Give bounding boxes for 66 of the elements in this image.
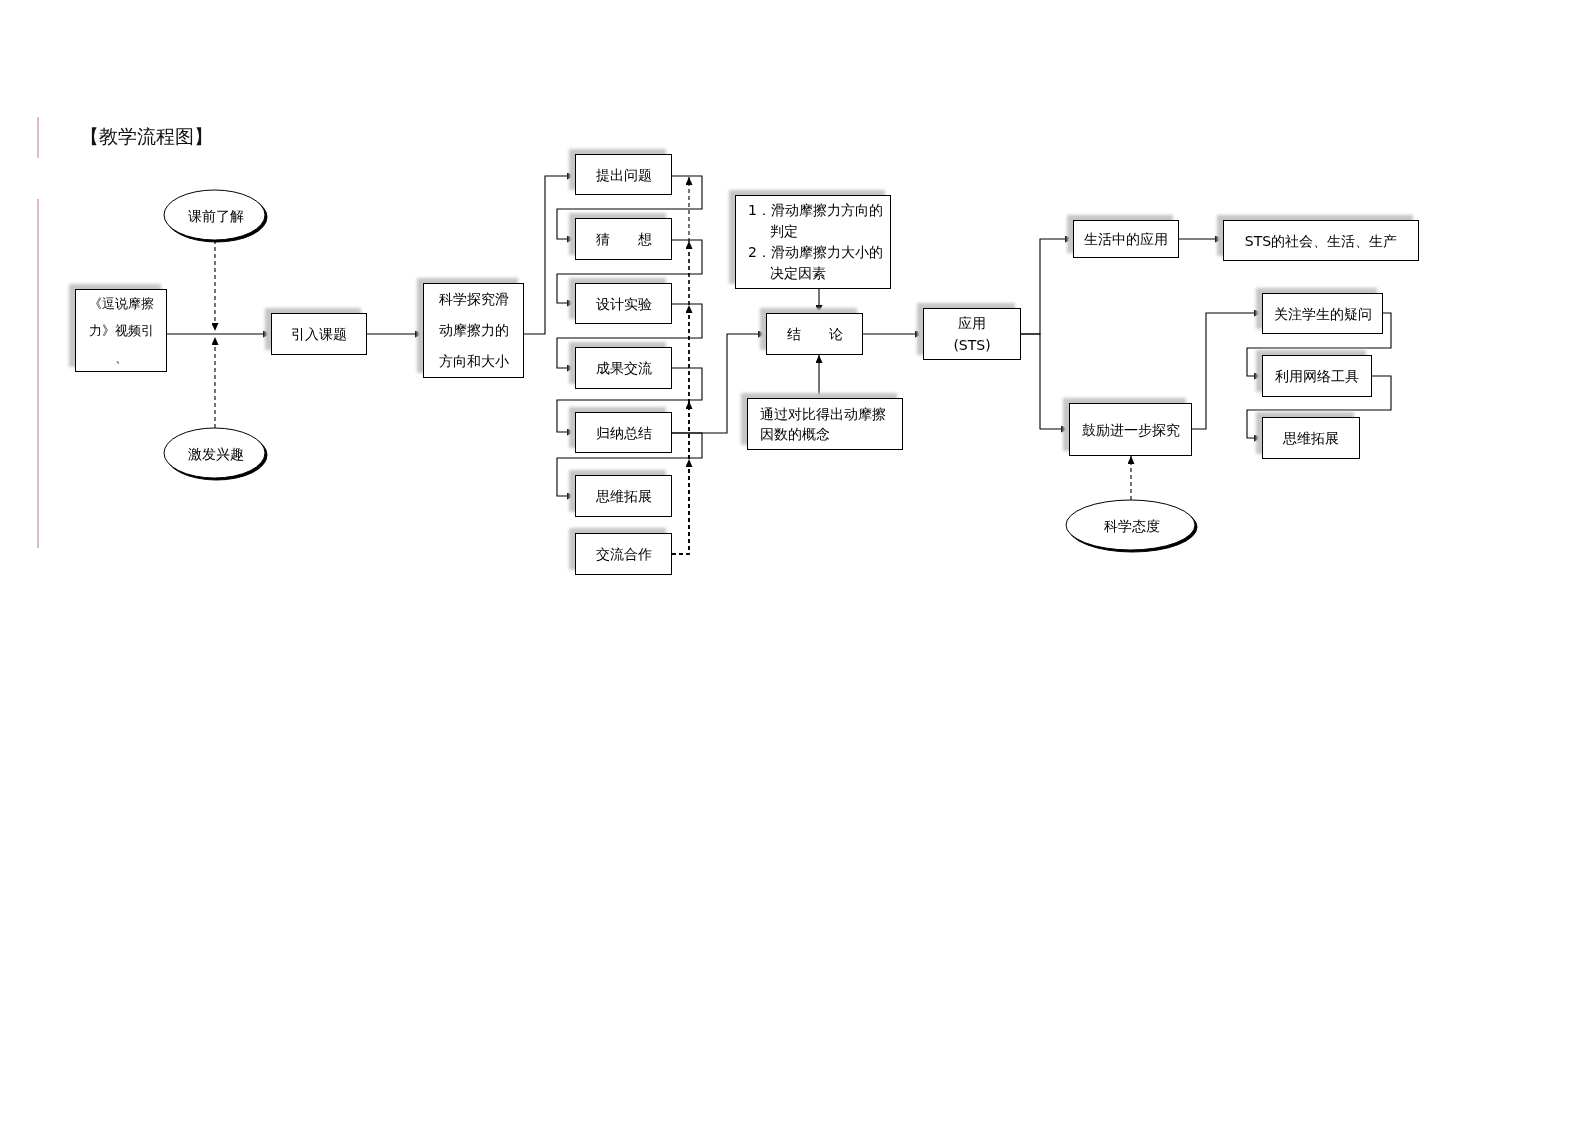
dashed-arrow xyxy=(1127,455,1135,501)
arrow xyxy=(671,330,767,434)
arrow xyxy=(1191,309,1263,430)
node-text: 课前了解 xyxy=(187,207,244,226)
list-box xyxy=(735,195,891,289)
arrow xyxy=(556,239,703,307)
node-text: 科学态度 xyxy=(1103,517,1160,536)
arrow xyxy=(1178,235,1224,243)
node-text: 利用网络工具 xyxy=(1275,367,1359,386)
process-box xyxy=(575,412,672,453)
process-box xyxy=(747,398,903,450)
arrow xyxy=(523,172,576,335)
node-text: 激发兴趣 xyxy=(187,445,244,464)
node-text: 归纳总结 xyxy=(595,423,652,443)
process-box xyxy=(1262,355,1372,397)
node-text: 引入课题 xyxy=(291,325,347,344)
process-box xyxy=(1262,417,1360,459)
arrow xyxy=(366,330,424,338)
node-text: 成果交流 xyxy=(595,359,652,378)
dashed-arrow xyxy=(211,239,219,332)
process-box xyxy=(75,289,167,372)
arrow xyxy=(1246,375,1392,442)
list-item: 2．滑动摩擦力大小的决定因素 xyxy=(748,243,884,283)
process-box xyxy=(923,308,1021,360)
node-text: 关注学生的疑问 xyxy=(1273,304,1372,324)
process-box xyxy=(575,218,672,260)
arrow xyxy=(556,432,703,500)
node-text: STS的社会、生活、生产 xyxy=(1244,231,1398,251)
node-text: 提出问题 xyxy=(595,165,652,185)
title: 【教学流程图】 xyxy=(80,124,213,149)
arrow xyxy=(556,303,703,372)
process-box xyxy=(575,154,672,195)
node-text: 通过对比得出动摩擦因数的概念 xyxy=(760,405,887,444)
node-text: 应用(STS) xyxy=(952,314,992,355)
node-text: 鼓励进一步探究 xyxy=(1081,420,1180,440)
node-text: 结 论 xyxy=(786,325,843,344)
process-box xyxy=(1073,220,1179,258)
node-text: 思维拓展 xyxy=(1283,429,1339,448)
process-box xyxy=(1069,403,1192,456)
node-text: 生活中的应用 xyxy=(1084,230,1168,249)
process-box xyxy=(1223,220,1419,261)
process-box xyxy=(1262,293,1383,334)
arrow xyxy=(862,330,924,338)
arrow xyxy=(815,354,823,399)
dashed-arrow xyxy=(671,458,693,555)
node-text: 思维拓展 xyxy=(595,487,652,506)
node-text: 《逗说摩擦力》视频引、 xyxy=(87,295,155,367)
arrow xyxy=(1246,312,1392,380)
arrow xyxy=(166,330,272,338)
arrow xyxy=(815,288,823,314)
list-item: 1．滑动摩擦力方向的判定 xyxy=(748,201,884,241)
node-text: 科学探究滑动摩擦力的方向和大小 xyxy=(437,290,510,371)
arrow xyxy=(556,175,703,243)
node-text: 交流合作 xyxy=(595,545,652,564)
process-box xyxy=(575,283,672,324)
process-box xyxy=(575,475,672,517)
process-box xyxy=(575,347,672,389)
arrow xyxy=(1020,333,1070,433)
process-box xyxy=(271,313,367,355)
dashed-arrow xyxy=(211,336,219,429)
node-text: 猜 想 xyxy=(595,230,652,249)
arrow xyxy=(556,367,703,436)
process-box xyxy=(423,283,524,378)
process-box xyxy=(575,533,672,575)
node-text: 设计实验 xyxy=(595,294,652,314)
process-box xyxy=(766,313,863,355)
